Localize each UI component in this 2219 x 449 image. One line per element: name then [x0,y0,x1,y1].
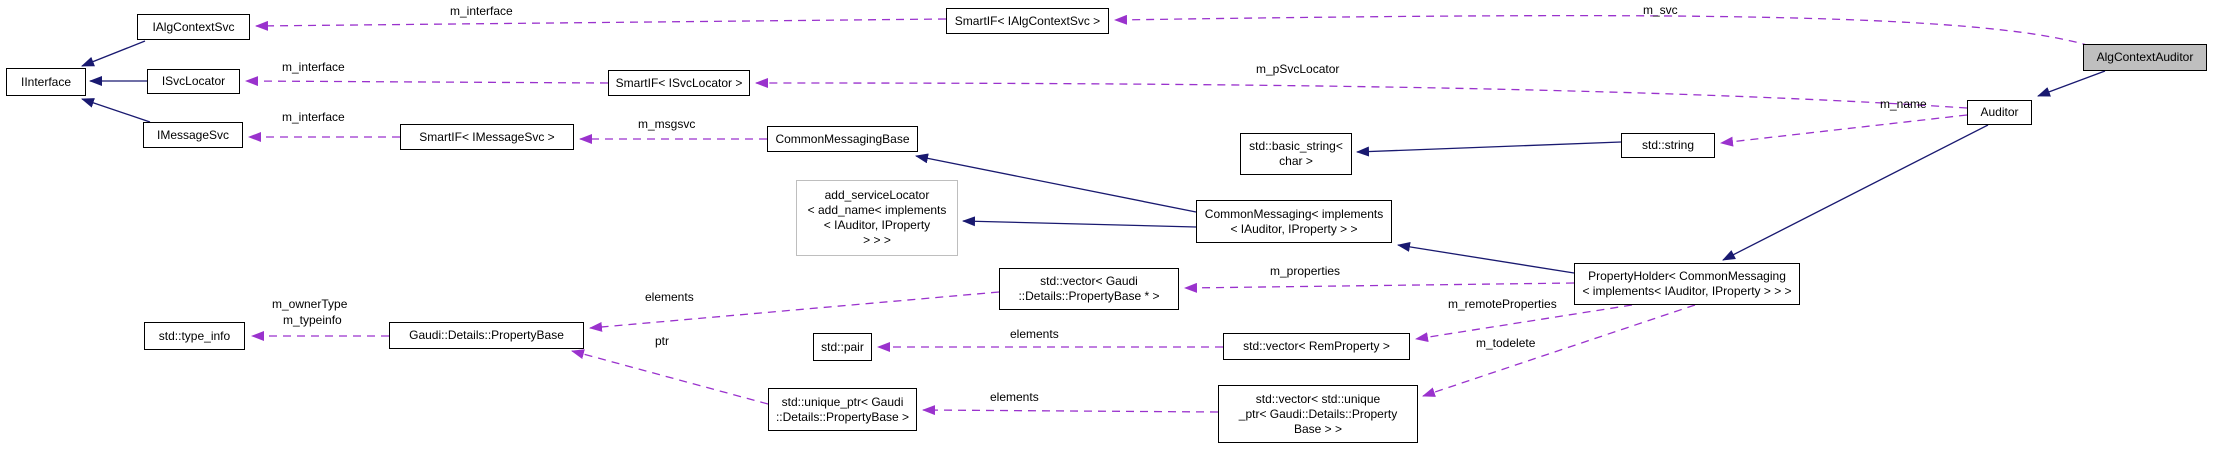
node-auditor[interactable]: Auditor [1967,100,2032,125]
node-std-vector-unique-ptr[interactable]: std::vector< std::unique _ptr< Gaudi::De… [1218,385,1418,443]
node-add-servicelocator: add_serviceLocator < add_name< implement… [796,180,958,256]
edge-label-m-interface-mid: m_interface [282,60,345,74]
node-isvclocator[interactable]: ISvcLocator [147,69,240,94]
node-smartif-ialgcontextsvc[interactable]: SmartIF< IAlgContextSvc > [946,8,1109,34]
node-imessagesvc[interactable]: IMessageSvc [143,122,243,148]
edge-label-m-ownertype: m_ownerType [272,297,348,311]
node-gaudi-details-propertybase[interactable]: Gaudi::Details::PropertyBase [389,322,584,349]
edge-label-m-remoteproperties: m_remoteProperties [1448,297,1557,311]
node-propertyholder[interactable]: PropertyHolder< CommonMessaging < implem… [1574,263,1800,305]
node-std-vector-remproperty[interactable]: std::vector< RemProperty > [1223,333,1410,360]
edge-label-ptr: ptr [655,334,670,348]
edge-label-m-todelete: m_todelete [1476,336,1536,350]
node-commonmessaging[interactable]: CommonMessaging< implements < IAuditor, … [1196,200,1392,243]
edge-label-elements-pair: elements [1010,327,1059,341]
edge-label-m-svc: m_svc [1643,3,1678,17]
edge-label-m-psvclocator: m_pSvcLocator [1256,62,1340,76]
node-std-pair[interactable]: std::pair [813,333,872,361]
node-std-unique-ptr-propertybase[interactable]: std::unique_ptr< Gaudi ::Details::Proper… [768,388,917,431]
node-ialgcontextsvc[interactable]: IAlgContextSvc [137,14,250,40]
node-smartif-imessagesvc[interactable]: SmartIF< IMessageSvc > [400,124,574,150]
node-std-basic-string[interactable]: std::basic_string< char > [1240,133,1352,175]
edge-label-m-msgsvc: m_msgsvc [638,117,696,131]
node-std-type-info[interactable]: std::type_info [144,322,245,350]
node-iinterface[interactable]: IInterface [6,68,86,96]
edge-label-m-interface-bottom: m_interface [282,110,345,124]
node-commonmessagingbase[interactable]: CommonMessagingBase [767,126,918,152]
node-algcontextauditor[interactable]: AlgContextAuditor [2083,44,2207,71]
node-std-vector-propertybase-ptr[interactable]: std::vector< Gaudi ::Details::PropertyBa… [999,268,1179,310]
edge-label-m-interface-top: m_interface [450,4,513,18]
node-std-string[interactable]: std::string [1621,133,1715,158]
edge-label-elements-uniqueptr: elements [990,390,1039,404]
edge-label-elements-propertybase: elements [645,290,694,304]
edge-label-m-name: m_name [1880,97,1927,111]
node-smartif-isvclocator[interactable]: SmartIF< ISvcLocator > [608,70,750,96]
edge-label-m-properties: m_properties [1270,264,1341,278]
edge-label-m-typeinfo: m_typeinfo [283,313,342,327]
